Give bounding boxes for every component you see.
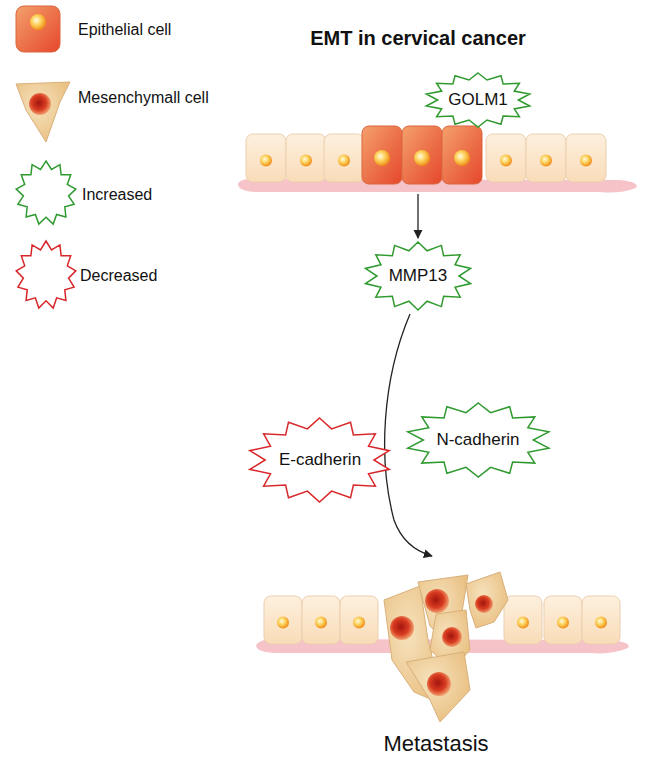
starburst-node: GOLM1 [424, 72, 532, 128]
legend-text: Increased [82, 186, 152, 204]
node-text: GOLM1 [448, 90, 508, 110]
starburst-node: MMP13 [363, 241, 473, 311]
diagram-title: EMT in cervical cancer [310, 27, 526, 50]
node-text: MMP13 [389, 266, 448, 286]
arrow [417, 194, 418, 238]
bottom-epithelium [256, 572, 629, 722]
legend-text: Epithelial cell [78, 21, 171, 39]
legend-text: Mesenchymall cell [78, 89, 209, 107]
legend-text: Decreased [80, 267, 157, 285]
legend-mesenchymal-icon [16, 82, 70, 142]
node-text: E-cadherin [279, 450, 361, 470]
starburst-node: N-cadherin [405, 402, 552, 478]
top-epithelium [238, 126, 637, 193]
starburst-node: E-cadherin [247, 417, 392, 503]
annotation-label: Metastasis [383, 731, 488, 757]
legend-decreased-star [16, 241, 76, 308]
legend-epithelial-icon [16, 6, 60, 52]
node-text: N-cadherin [436, 430, 519, 450]
legend-increased-star [16, 161, 76, 224]
